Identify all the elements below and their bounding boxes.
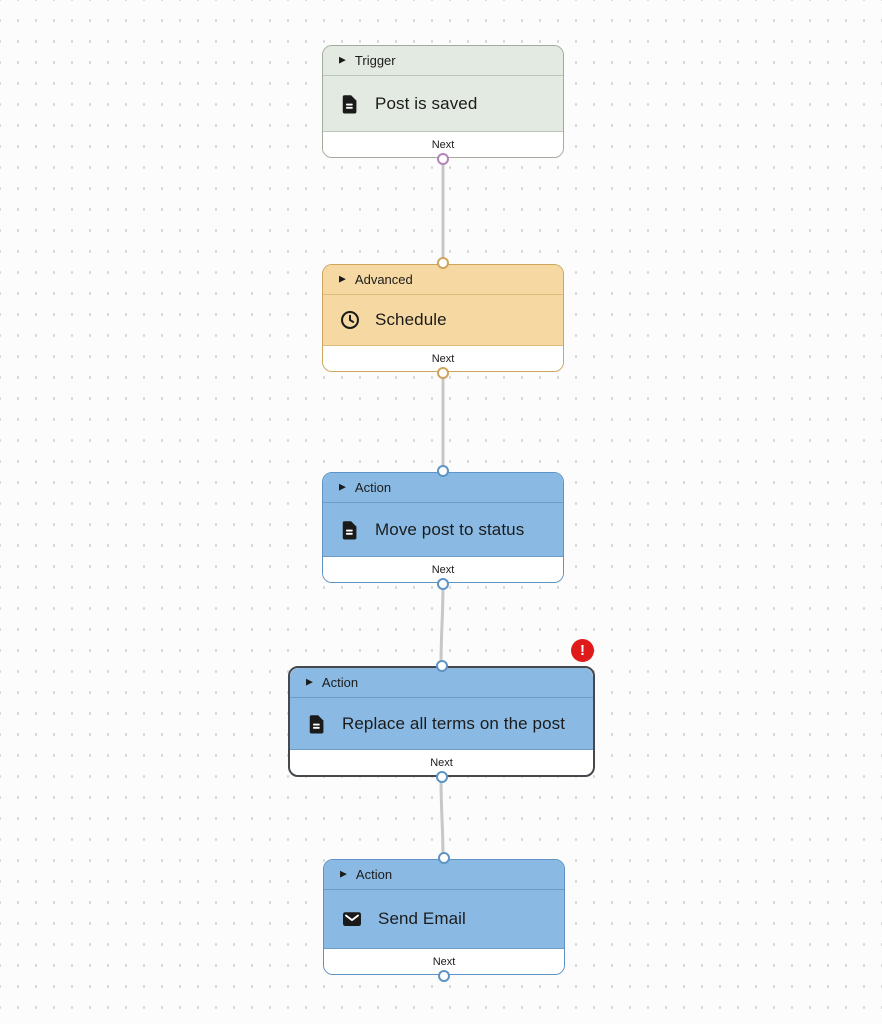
node-header[interactable]: ▶ Action [323, 473, 563, 503]
node-category-label: Trigger [354, 53, 396, 68]
document-icon [342, 520, 357, 540]
output-port[interactable] [435, 771, 448, 783]
node-category-label: Advanced [354, 272, 413, 287]
node-action-send-email[interactable]: ▶ Action Send Email Next [323, 852, 565, 982]
node-category-label: Action [355, 867, 393, 882]
node-category-label: Action [321, 675, 359, 690]
node-footer: Next [324, 948, 564, 974]
next-label: Next [431, 352, 455, 365]
output-port[interactable] [437, 367, 449, 379]
input-port[interactable] [437, 465, 449, 477]
node-footer: Next [290, 749, 593, 775]
node-header[interactable]: ▶ Action [290, 668, 593, 698]
node-title: Move post to status [375, 519, 525, 539]
collapse-triangle-icon[interactable]: ▶ [339, 481, 346, 492]
node-footer: Next [323, 556, 563, 582]
next-label: Next [431, 563, 455, 576]
error-badge[interactable]: ! [571, 639, 594, 662]
connector-line [439, 580, 445, 669]
node-title: Send Email [378, 909, 466, 928]
document-icon [309, 714, 324, 734]
node-body[interactable]: Post is saved [323, 76, 563, 131]
output-port[interactable] [437, 578, 449, 590]
input-port[interactable] [438, 852, 450, 864]
node-action-replace-all-terms[interactable]: ! ▶ Action Replace all terms on the post… [288, 639, 595, 783]
node-footer: Next [323, 345, 563, 371]
node-header[interactable]: ▶ Action [324, 860, 564, 890]
node-footer: Next [323, 131, 563, 157]
clock-icon [341, 311, 359, 329]
node-body[interactable]: Replace all terms on the post [290, 698, 593, 749]
input-port[interactable] [437, 257, 449, 269]
node-title: Post is saved [375, 93, 478, 113]
next-label: Next [431, 138, 455, 151]
node-title: Schedule [375, 310, 447, 329]
next-label: Next [432, 955, 456, 968]
node-trigger-post-is-saved[interactable]: ▶ Trigger Post is saved Next [322, 45, 564, 165]
node-body[interactable]: Send Email [324, 890, 564, 948]
collapse-triangle-icon[interactable]: ▶ [340, 868, 347, 879]
document-icon [342, 94, 357, 114]
connector-line [439, 774, 445, 862]
output-port[interactable] [437, 153, 449, 165]
collapse-triangle-icon[interactable]: ▶ [339, 273, 346, 284]
input-port[interactable] [435, 660, 448, 672]
node-action-move-post-to-status[interactable]: ▶ Action Move post to status Next [322, 465, 564, 590]
node-title: Replace all terms on the post [342, 713, 566, 733]
collapse-triangle-icon[interactable]: ▶ [306, 676, 313, 687]
node-header[interactable]: ▶ Trigger [323, 46, 563, 76]
node-advanced-schedule[interactable]: ▶ Advanced Schedule Next [322, 257, 564, 379]
node-body[interactable]: Move post to status [323, 503, 563, 556]
envelope-icon [343, 912, 361, 926]
output-port[interactable] [438, 970, 450, 982]
node-body[interactable]: Schedule [323, 295, 563, 345]
collapse-triangle-icon[interactable]: ▶ [339, 54, 346, 65]
node-header[interactable]: ▶ Advanced [323, 265, 563, 295]
node-category-label: Action [354, 480, 392, 495]
next-label: Next [430, 756, 453, 769]
